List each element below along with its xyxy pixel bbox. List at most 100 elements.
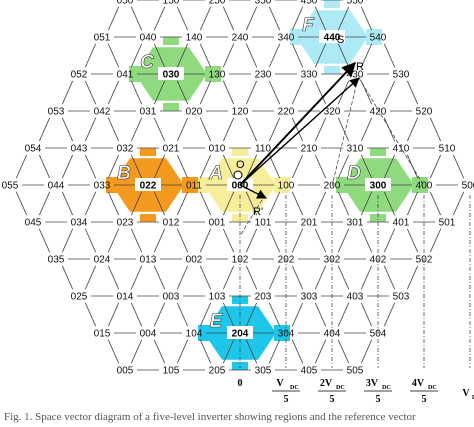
grid-edge bbox=[291, 6, 304, 31]
region-d-tab bbox=[370, 148, 386, 157]
vertex-label: 013 bbox=[140, 255, 157, 266]
region-f-tab bbox=[366, 29, 382, 45]
vertex-label: 104 bbox=[186, 329, 203, 340]
grid-edge bbox=[153, 339, 166, 364]
grid-edge bbox=[314, 43, 327, 68]
grid-edge bbox=[130, 228, 143, 253]
vertex-label: 303 bbox=[301, 292, 318, 303]
region-letter-c: C bbox=[140, 52, 154, 73]
grid-edge bbox=[268, 154, 281, 179]
vertex-label: 105 bbox=[163, 366, 180, 377]
grid-edge bbox=[406, 80, 419, 105]
grid-edge bbox=[337, 117, 350, 142]
vertex-label: 054 bbox=[25, 144, 42, 155]
reference-vectors: O S R R' bbox=[233, 34, 364, 218]
grid-edge bbox=[176, 228, 189, 253]
grid-edge bbox=[245, 339, 258, 364]
grid-edge bbox=[314, 228, 327, 253]
axis-tick-numerator: 4V bbox=[412, 378, 425, 389]
grid-edge bbox=[245, 154, 258, 179]
grid-edge bbox=[84, 117, 97, 142]
vertex-label: 402 bbox=[370, 255, 387, 266]
region-letter-b: B bbox=[117, 163, 131, 184]
grid-edge bbox=[84, 43, 97, 68]
grid-edge bbox=[360, 6, 373, 31]
grid-edge bbox=[406, 228, 419, 253]
vector-o-to-r bbox=[239, 77, 360, 186]
grid-edge bbox=[383, 117, 396, 142]
grid-edge bbox=[429, 228, 442, 253]
axis-tick-denominator: 5 bbox=[284, 394, 289, 405]
vertex-label: 510 bbox=[439, 144, 456, 155]
grid-edge bbox=[199, 265, 212, 290]
vertex-label: 021 bbox=[163, 144, 180, 155]
grid-edge bbox=[61, 228, 74, 253]
vertex-label: 440 bbox=[324, 33, 341, 44]
vertex-label: 003 bbox=[163, 292, 180, 303]
grid-edge bbox=[383, 265, 396, 290]
vertex-label: 020 bbox=[186, 107, 203, 118]
vertex-label: 042 bbox=[94, 107, 111, 118]
grid-edge bbox=[153, 43, 166, 68]
grid-edge bbox=[360, 117, 373, 142]
region-letter-e: E bbox=[210, 311, 224, 332]
vertex-label: 044 bbox=[48, 181, 65, 192]
vertex-label: 033 bbox=[94, 181, 111, 192]
grid-edge bbox=[360, 228, 373, 253]
grid-edge bbox=[199, 154, 212, 179]
grid-edge bbox=[245, 80, 258, 105]
grid-edge bbox=[130, 80, 143, 105]
vertex-label: 305 bbox=[255, 366, 272, 377]
grid-edge bbox=[291, 154, 304, 179]
region-b-tab bbox=[182, 177, 198, 193]
grid-edge bbox=[429, 117, 442, 142]
vertex-label: 450 bbox=[301, 0, 318, 7]
vertex-label: 031 bbox=[140, 107, 157, 118]
grid-edge bbox=[222, 339, 235, 364]
grid-edge bbox=[291, 228, 304, 253]
grid-edge bbox=[38, 191, 51, 216]
center-label-box bbox=[227, 326, 253, 339]
vertex-label: 504 bbox=[370, 329, 387, 340]
grid-edge bbox=[337, 302, 350, 327]
vertex-label: 410 bbox=[393, 144, 410, 155]
vertex-label: 202 bbox=[278, 255, 295, 266]
vertex-label: 340 bbox=[278, 33, 295, 44]
vertex-label: 051 bbox=[94, 33, 111, 44]
grid-edge bbox=[268, 6, 281, 31]
vertex-label: 045 bbox=[25, 218, 42, 229]
grid-edge bbox=[176, 117, 189, 142]
grid-edge bbox=[268, 302, 281, 327]
grid-edge bbox=[314, 191, 327, 216]
grid-edge bbox=[383, 43, 396, 68]
vertex-label: 503 bbox=[393, 292, 410, 303]
grid-edge bbox=[337, 265, 350, 290]
axis-label-vdc-subscript: DC bbox=[472, 395, 474, 401]
grid-edge bbox=[153, 191, 166, 216]
axis-tick-denominator: 5 bbox=[330, 394, 335, 405]
grid-edge bbox=[107, 43, 120, 68]
vertex-label: 520 bbox=[416, 107, 433, 118]
projection-lines bbox=[239, 77, 471, 368]
vertex-label: 022 bbox=[140, 181, 157, 192]
grid-edge bbox=[291, 43, 304, 68]
region-b-tab bbox=[140, 148, 156, 157]
vertex-label: 034 bbox=[71, 218, 88, 229]
grid-edge bbox=[452, 154, 465, 179]
vertex-label: 011 bbox=[186, 181, 202, 192]
vertex-label: 200 bbox=[324, 181, 341, 192]
region-f-tab bbox=[324, 0, 340, 9]
vector-o-to-s bbox=[239, 61, 356, 186]
vertex-label: 053 bbox=[48, 107, 65, 118]
vertex-label: 304 bbox=[278, 329, 295, 340]
grid-edge bbox=[153, 6, 166, 31]
vertex-label: 530 bbox=[393, 70, 410, 81]
axis-tick-numerator: V bbox=[276, 378, 284, 389]
vertex-label: 100 bbox=[278, 181, 295, 192]
axis-tick-subscript: DC bbox=[382, 385, 391, 391]
grid-edge bbox=[360, 265, 373, 290]
